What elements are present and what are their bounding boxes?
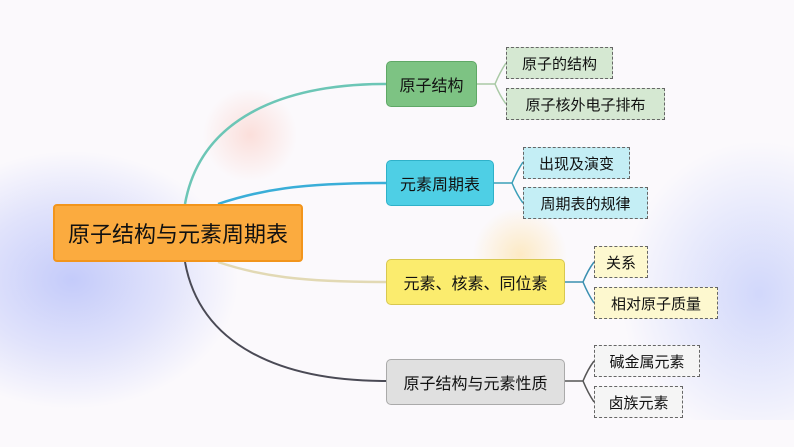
connector-1-leaves	[477, 62, 507, 105]
branch-atomic-structure[interactable]: 原子结构	[386, 61, 477, 107]
leaf-relative-atomic-mass[interactable]: 相对原子质量	[594, 287, 718, 319]
leaf-origin-evolution[interactable]: 出现及演变	[523, 147, 630, 179]
background-blob-pink	[200, 90, 300, 180]
connector-2-leaves	[494, 161, 524, 204]
leaf-alkali-metals[interactable]: 碱金属元素	[594, 345, 700, 377]
branch-elements-nuclides-isotopes[interactable]: 元素、核素、同位素	[386, 259, 565, 305]
leaf-relationship[interactable]: 关系	[594, 246, 648, 278]
connector-3	[217, 260, 387, 284]
connector-4	[184, 261, 387, 382]
connector-2	[217, 181, 387, 206]
background-blob-blue	[0, 150, 240, 410]
root-topic[interactable]: 原子结构与元素周期表	[53, 204, 303, 262]
connector-3-leaves	[565, 261, 595, 304]
leaf-electron-configuration[interactable]: 原子核外电子排布	[506, 88, 665, 120]
leaf-halogens[interactable]: 卤族元素	[594, 386, 683, 418]
connector-1	[183, 82, 387, 205]
branch-structure-and-properties[interactable]: 原子结构与元素性质	[386, 359, 565, 405]
connector-4-leaves	[565, 360, 595, 403]
branch-periodic-table[interactable]: 元素周期表	[386, 160, 494, 206]
leaf-periodic-rules[interactable]: 周期表的规律	[523, 187, 648, 219]
leaf-atom-structure[interactable]: 原子的结构	[506, 47, 613, 79]
